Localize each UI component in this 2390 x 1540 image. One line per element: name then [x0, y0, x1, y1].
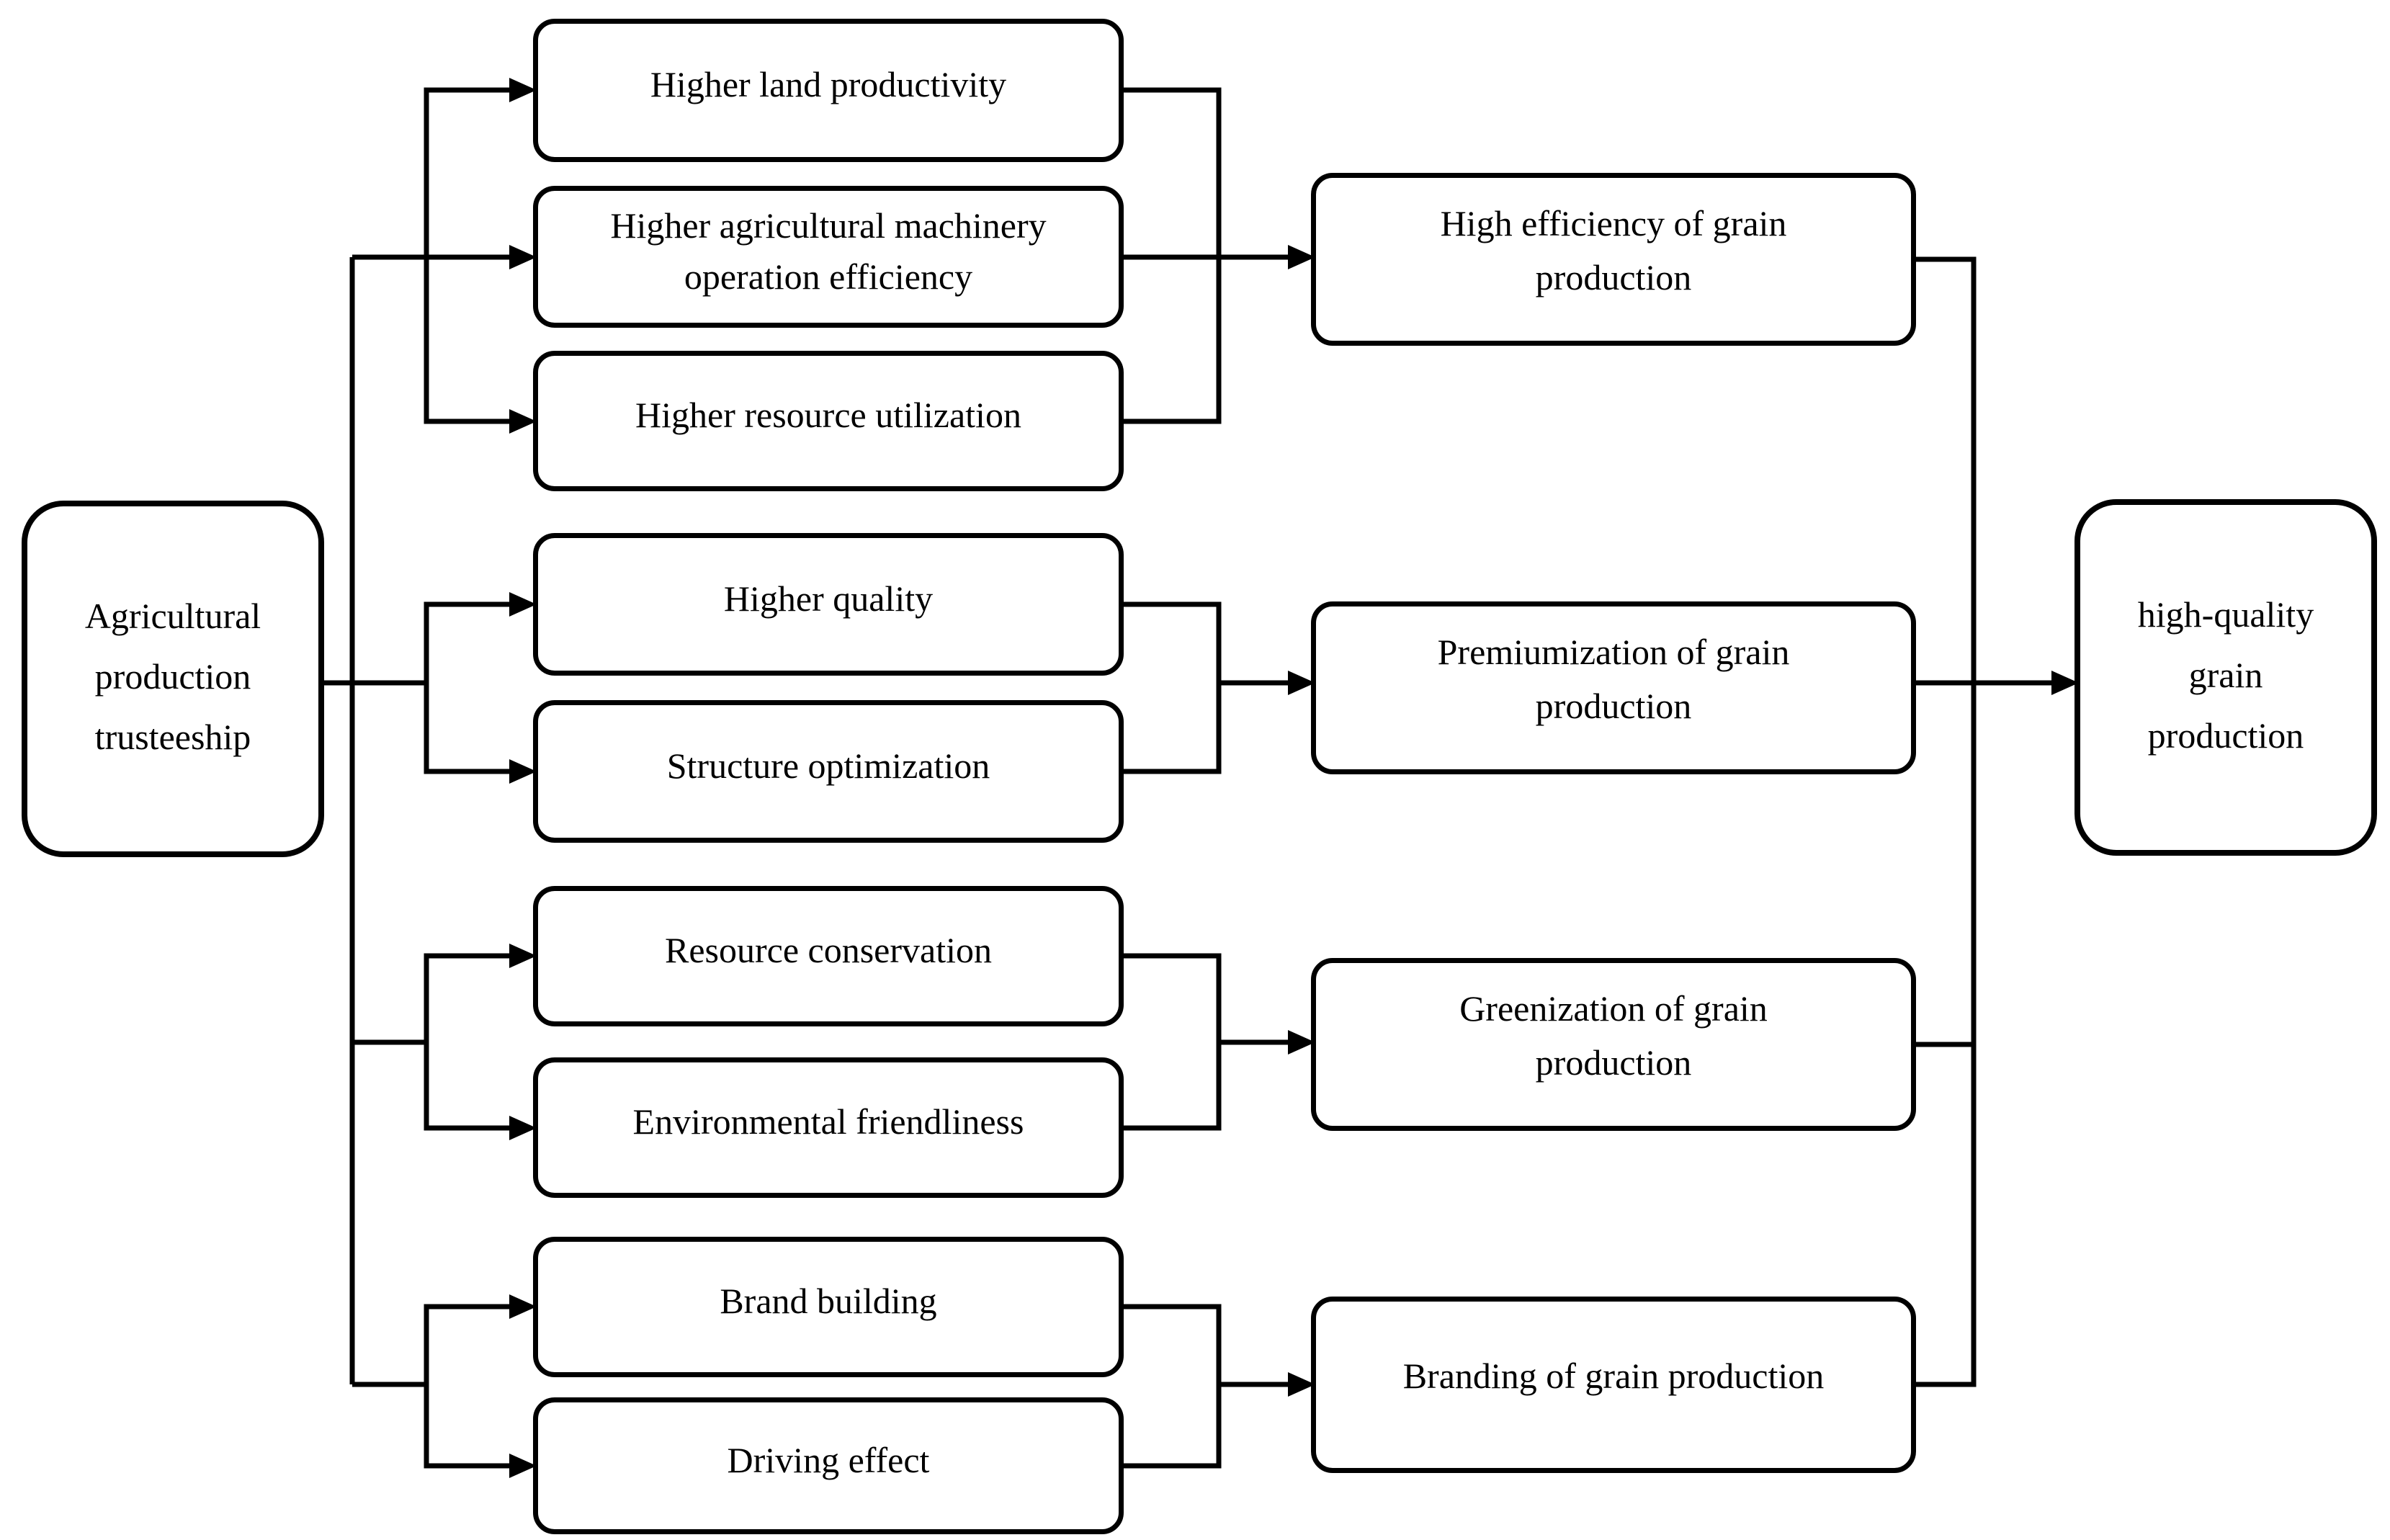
- arrow-icon: [2051, 671, 2079, 695]
- target-node-high-quality-grain-production: high-quality grain production: [2075, 499, 2377, 856]
- factor-node-higher-resource-utilization: Higher resource utilization: [533, 351, 1124, 491]
- factor-node-structure-optimization: Structure optimization: [533, 700, 1124, 843]
- arrow-icon: [509, 409, 537, 434]
- factor-node-environmental-friendliness: Environmental friendliness: [533, 1057, 1124, 1198]
- factor-node-brand-building: Brand building: [533, 1237, 1124, 1377]
- factor-node-higher-quality: Higher quality: [533, 533, 1124, 676]
- arrowheads: [509, 78, 2079, 1478]
- arrow-icon: [509, 245, 537, 269]
- outcome-node-greenization: Greenization of grain production: [1311, 958, 1916, 1131]
- arrow-icon: [509, 592, 537, 617]
- outcome-node-branding: Branding of grain production: [1311, 1297, 1916, 1473]
- arrow-icon: [509, 78, 537, 102]
- factor-node-driving-effect: Driving effect: [533, 1397, 1124, 1534]
- arrow-icon: [1288, 1030, 1315, 1055]
- arrow-icon: [509, 759, 537, 784]
- arrow-icon: [1288, 1372, 1315, 1397]
- left-connectors: [324, 87, 514, 1469]
- arrow-icon: [1288, 245, 1315, 269]
- right-connectors: [1916, 256, 2054, 1387]
- arrow-icon: [1288, 671, 1315, 695]
- factor-node-resource-conservation: Resource conservation: [533, 886, 1124, 1026]
- outcome-node-high-efficiency: High efficiency of grain production: [1311, 173, 1916, 346]
- outcome-node-premiumization: Premiumization of grain production: [1311, 601, 1916, 774]
- arrow-icon: [509, 944, 537, 968]
- middle-connectors: [1124, 87, 1291, 1469]
- source-node-agricultural-production-trusteeship: Agricultural production trusteeship: [22, 501, 324, 857]
- arrow-icon: [509, 1294, 537, 1319]
- factor-node-higher-land-productivity: Higher land productivity: [533, 19, 1124, 162]
- arrow-icon: [509, 1116, 537, 1140]
- arrow-icon: [509, 1454, 537, 1478]
- factor-node-machinery-operation-efficiency: Higher agricultural machinery operation …: [533, 186, 1124, 328]
